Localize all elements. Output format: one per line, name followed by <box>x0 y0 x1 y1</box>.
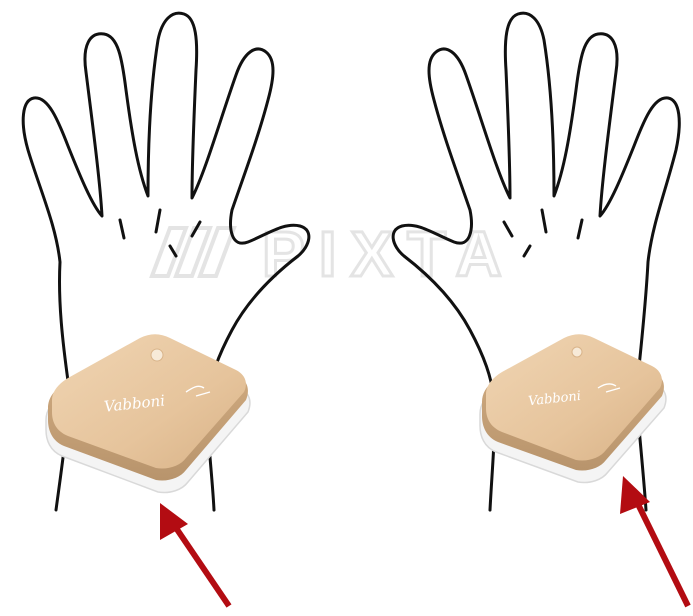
pointer-arrow-left-icon <box>160 503 229 606</box>
pointer-arrow-right-icon <box>620 476 688 606</box>
device-status-led-icon <box>572 347 582 357</box>
device-status-led-icon <box>151 349 163 361</box>
watermark: PIXTA <box>152 218 516 290</box>
wearable-device-right: Vabboni <box>480 334 666 482</box>
